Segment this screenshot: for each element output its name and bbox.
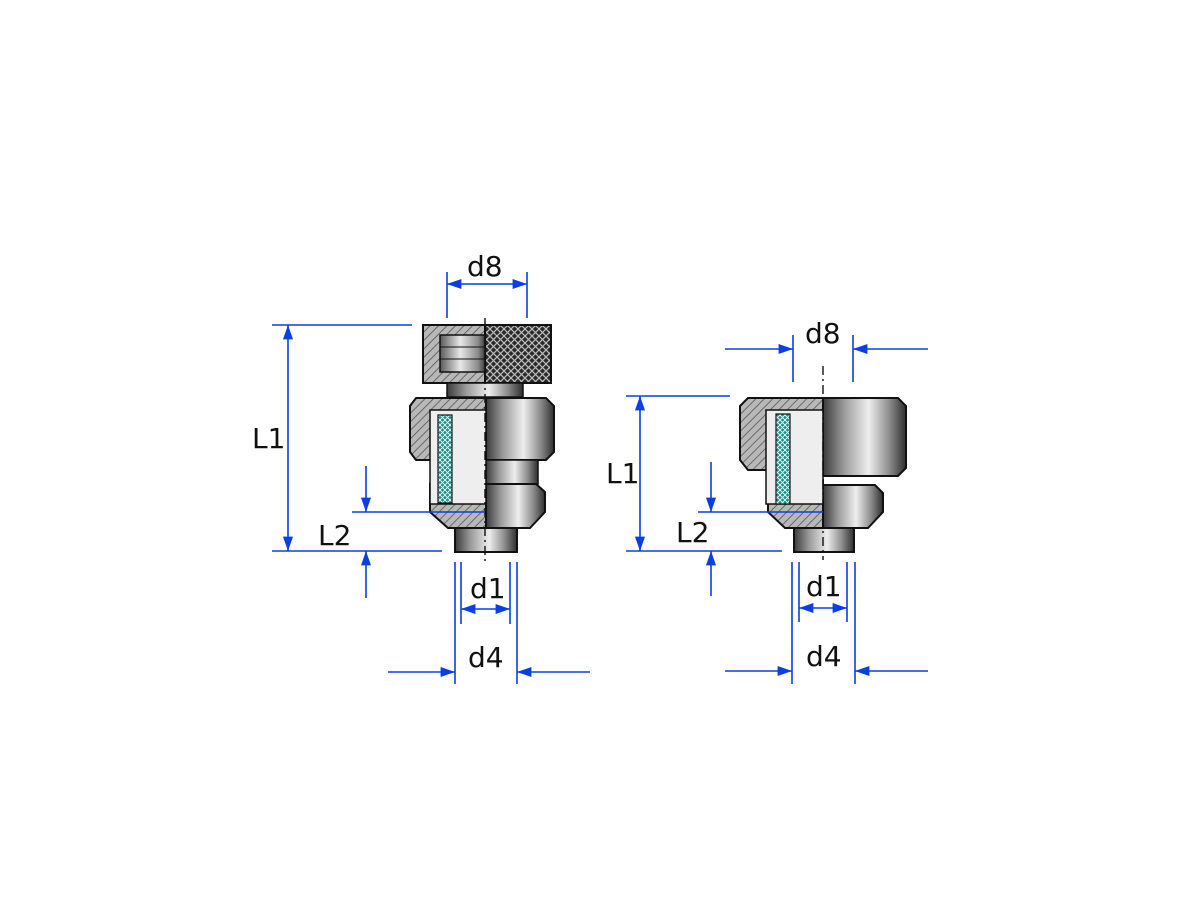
right-dimension-labels: d8 L1 L2 d1 d4	[606, 317, 842, 673]
knurled-cap-icon	[422, 324, 552, 398]
label-L2: L2	[676, 516, 709, 549]
label-L1: L1	[606, 457, 639, 490]
left-dimension-labels: d8 L1 L2 d1 d4	[252, 250, 506, 674]
label-L2: L2	[318, 519, 351, 552]
right-dimensions	[626, 335, 928, 684]
fitting-body-icon	[409, 397, 555, 553]
left-dimensions	[272, 272, 590, 684]
left-fitting	[409, 318, 555, 565]
label-d8: d8	[805, 317, 841, 350]
label-d1: d1	[806, 570, 842, 603]
label-d1: d1	[470, 572, 506, 605]
label-d4: d4	[468, 641, 504, 674]
label-d4: d4	[806, 640, 842, 673]
label-L1: L1	[252, 422, 285, 455]
filter-mesh-icon	[437, 414, 453, 504]
filter-mesh-icon	[775, 413, 791, 505]
label-d8: d8	[467, 250, 503, 283]
right-fitting	[739, 366, 907, 560]
